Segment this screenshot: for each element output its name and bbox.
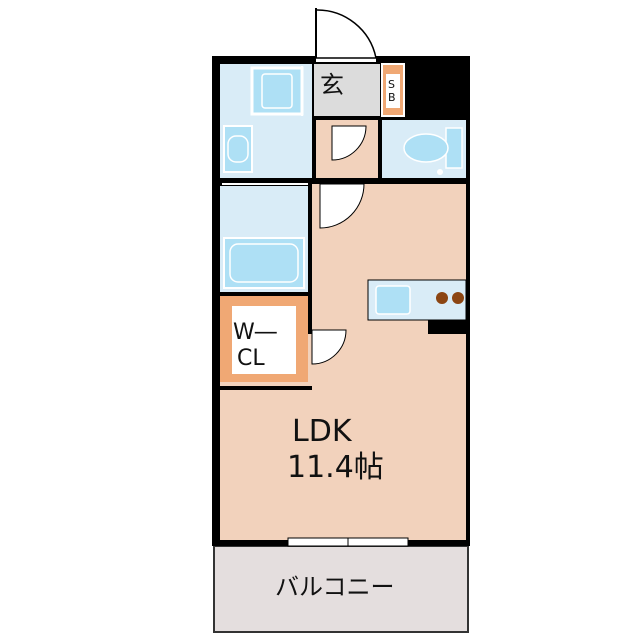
ldk-door-swing: [319, 183, 365, 229]
refrigerator-space: [428, 320, 466, 334]
balcony-label: バルコニー: [275, 573, 395, 601]
entrance-door-swing: [315, 9, 377, 59]
closet-door-swing: [311, 329, 347, 365]
washer-inner: [227, 135, 249, 163]
hall-door-swing: [331, 125, 367, 161]
bathtub-inner: [229, 243, 299, 283]
closet-floor-strip: [220, 386, 312, 390]
kitchen-sink: [375, 285, 411, 315]
ldk-hall: [312, 184, 320, 384]
shoe-box-label-top: S: [388, 78, 395, 91]
stove-burner-right: [452, 292, 464, 304]
entrance-floor: [314, 64, 380, 116]
toilet-bowl: [403, 133, 449, 163]
stove-burner-left: [436, 292, 448, 304]
washbasin-inner: [261, 73, 293, 109]
walk-in-closet-label-line2: CL: [237, 346, 265, 371]
toilet-dot: [437, 169, 443, 175]
shoe-box-label-bottom: B: [388, 91, 396, 104]
ldk-size-label: 11.4帖: [287, 450, 384, 485]
entrance-label: 玄: [320, 71, 344, 99]
shoe-box-inner: [386, 74, 400, 108]
walk-in-closet-label-line1: W―: [233, 320, 277, 345]
walk-in-closet-inner: [232, 306, 296, 374]
ldk-label: LDK: [292, 414, 352, 449]
balcony-area: [213, 545, 469, 633]
